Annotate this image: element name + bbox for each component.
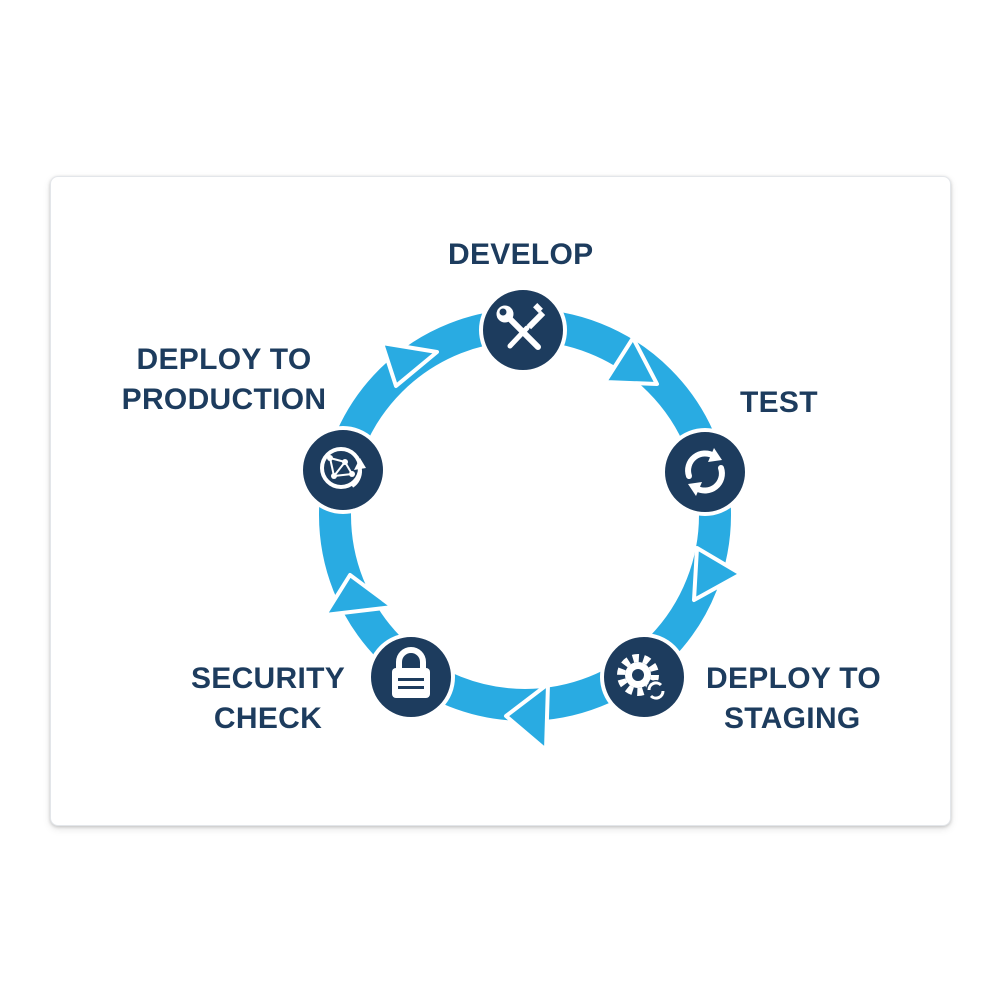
step-label-line: DEPLOY TO bbox=[706, 662, 881, 695]
refresh-icon bbox=[685, 448, 725, 496]
lock-icon bbox=[392, 647, 430, 698]
tools-icon bbox=[496, 303, 546, 350]
node-deploy-production bbox=[299, 426, 387, 514]
step-label-deploy-production: DEPLOY TO PRODUCTION bbox=[118, 340, 330, 420]
node-develop bbox=[479, 286, 567, 374]
cycle-arrowheads bbox=[323, 336, 743, 752]
step-label-test: TEST bbox=[740, 383, 818, 423]
arrowhead-staging-to-security bbox=[504, 682, 550, 752]
step-label-line: SECURITY bbox=[190, 662, 346, 695]
gear-sync-icon bbox=[617, 654, 666, 700]
arrowhead-develop-to-test bbox=[603, 336, 659, 386]
step-label-line: CHECK bbox=[213, 702, 323, 735]
step-label-security-check: SECURITY CHECK bbox=[188, 659, 348, 739]
step-label-line: STAGING bbox=[724, 702, 861, 735]
arrowhead-production-to-develop bbox=[380, 341, 439, 388]
arrowhead-security-to-production bbox=[323, 573, 395, 617]
step-label-line: DEVELOP bbox=[448, 238, 594, 271]
node-deploy-staging bbox=[600, 633, 688, 721]
globe-network-icon bbox=[320, 447, 366, 489]
step-label-line: DEPLOY TO bbox=[136, 343, 312, 376]
node-test bbox=[661, 428, 749, 516]
step-label-deploy-staging: DEPLOY TO STAGING bbox=[706, 659, 881, 739]
step-label-line: TEST bbox=[740, 386, 818, 419]
arrowhead-test-to-staging bbox=[692, 546, 743, 602]
step-label-line: PRODUCTION bbox=[121, 383, 327, 416]
node-security-check bbox=[367, 633, 455, 721]
step-label-develop: DEVELOP bbox=[448, 235, 593, 275]
